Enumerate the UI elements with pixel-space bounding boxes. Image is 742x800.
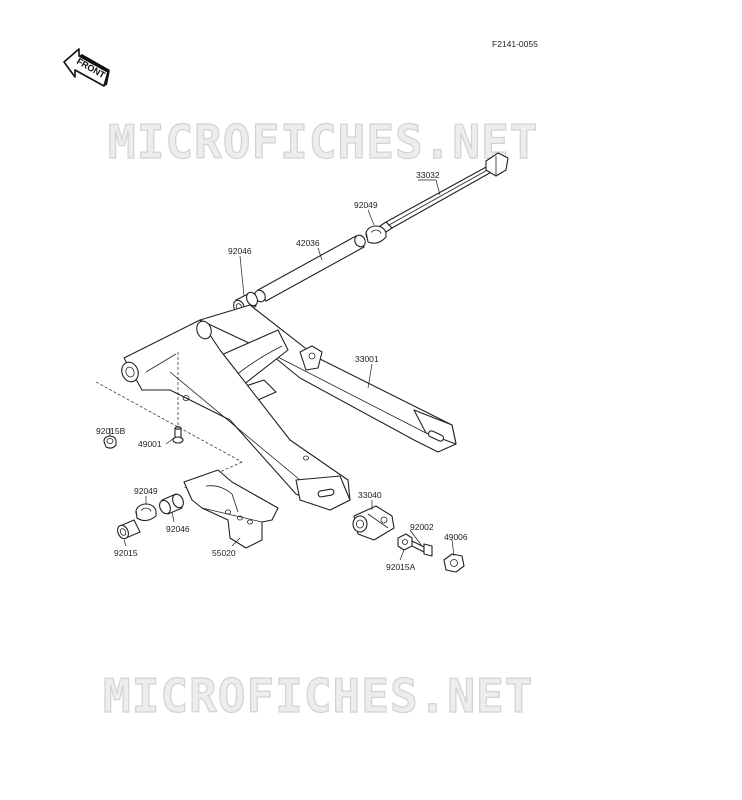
watermark-top: MICROFICHES.NET	[108, 115, 538, 169]
bolt-49001	[172, 426, 184, 444]
part-label-33001: 33001	[355, 354, 379, 364]
chain-adjuster-33040	[352, 505, 395, 541]
collar-42036	[254, 234, 366, 303]
part-label-92046-bottom: 92046	[166, 524, 190, 534]
nut-92015A	[397, 533, 413, 551]
seal-92049-top	[365, 225, 387, 244]
swingarm-33001	[121, 304, 457, 511]
part-label-55020: 55020	[212, 548, 236, 558]
diagram-id: F2141-0055	[492, 39, 538, 49]
part-label-33032: 33032	[416, 170, 440, 180]
watermark-bottom: MICROFICHES.NET	[103, 669, 533, 723]
chain-slider-55020	[183, 469, 279, 549]
part-label-92046-top: 92046	[228, 246, 252, 256]
part-label-92049-top: 92049	[354, 200, 378, 210]
part-label-49001: 49001	[138, 439, 162, 449]
bearing-92046-bottom	[159, 493, 184, 515]
part-label-49006: 49006	[444, 532, 468, 542]
part-label-33040: 33040	[358, 490, 382, 500]
front-arrow-icon: FRONT	[63, 48, 110, 87]
part-label-92015B: 92015B	[96, 426, 126, 436]
pivot-shaft-33032	[379, 152, 509, 233]
seal-92049-bottom	[135, 503, 157, 522]
part-label-92015: 92015	[114, 548, 138, 558]
collar-92015	[117, 519, 141, 540]
nut-49006	[443, 553, 465, 573]
plug-92015B	[103, 435, 117, 449]
part-label-92002: 92002	[410, 522, 434, 532]
part-label-92015A: 92015A	[386, 562, 416, 572]
part-label-92049-bottom: 92049	[134, 486, 158, 496]
part-label-42036: 42036	[296, 238, 320, 248]
